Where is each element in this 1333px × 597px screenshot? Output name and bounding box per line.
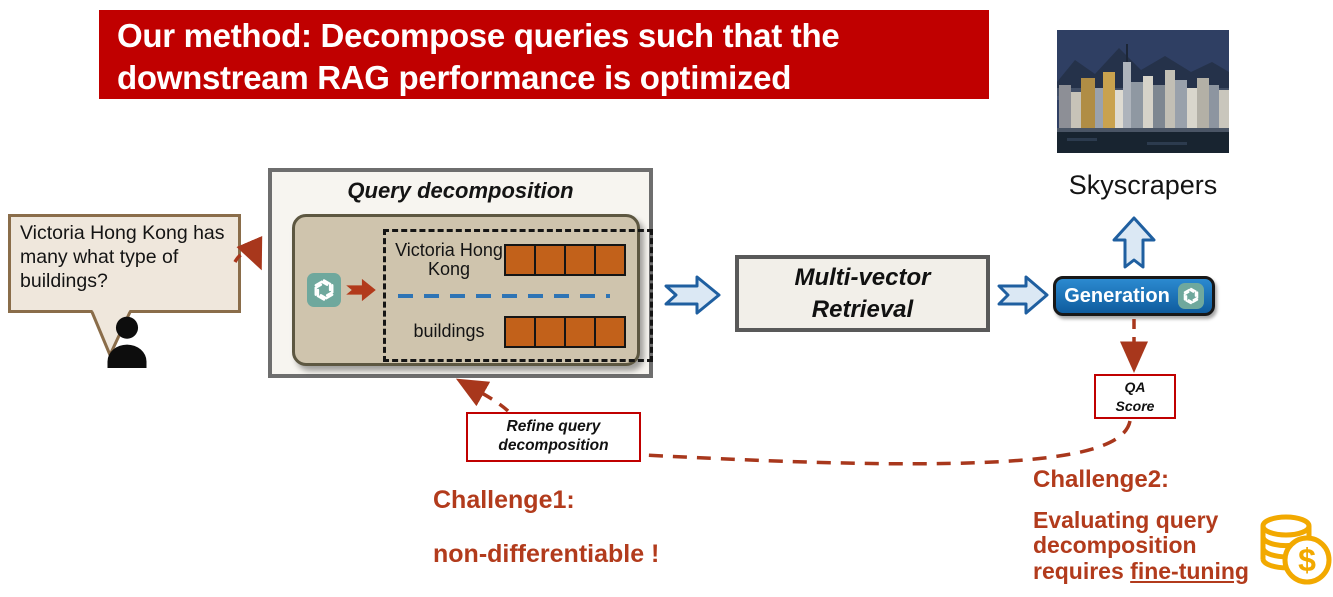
subquery-label: buildings [413,321,485,342]
token-vector [504,244,626,276]
title-line-1: Our method: Decompose queries such that … [117,17,840,54]
generation-label: Generation [1064,284,1170,307]
generation-button: Generation [1053,276,1215,316]
subquery-token-box: Victoria Hong Kong buildings [383,229,653,362]
token-square [504,316,536,348]
query-decomposition-box: Query decomposition [268,168,653,378]
skyscrapers-photo [1057,30,1229,153]
flow-arrow-icon [664,275,721,315]
retrieval-label-line1: Multi-vector [794,264,931,292]
challenge1-text: non-differentiable ! [433,540,660,568]
subquery-divider [398,294,610,298]
challenge2-line1: Evaluating query [1033,507,1219,533]
decompose-arrow-icon [346,278,376,302]
title-banner: Our method: Decompose queries such that … [99,10,989,99]
challenge1-title: Challenge1: [433,486,575,514]
retrieval-label-line2: Retrieval [811,295,914,323]
skyscrapers-caption: Skyscrapers [1068,170,1218,200]
multi-vector-retrieval-box: Multi-vector Retrieval [735,255,990,332]
qa-score-box: QA Score [1094,374,1176,419]
query-decomposition-title: Query decomposition [347,178,574,203]
refine-line2: decomposition [498,437,609,454]
openai-knot-icon [307,273,341,307]
refine-to-decomposition-arrow [455,378,510,413]
openai-knot-icon [1177,283,1204,309]
challenge2-title: Challenge2: [1033,466,1170,493]
title-line-2: downstream RAG performance is optimized [117,59,792,97]
decomposition-panel: Victoria Hong Kong buildings [292,214,653,366]
person-silhouette-icon [107,316,147,368]
user-query-bubble: Victoria Hong Kong has many what type of… [8,214,241,313]
token-square [534,316,566,348]
token-square [534,244,566,276]
token-square [564,316,596,348]
challenge2-line2: decomposition [1033,532,1197,559]
coins-dollar-icon: $ [1260,514,1332,585]
flow-arrow-icon [997,275,1049,315]
token-square [594,244,626,276]
qa-score-line2: Score [1115,397,1155,414]
challenge2-text: Evaluating query decomposition requires … [1033,507,1283,584]
subquery-row: buildings [394,309,644,355]
token-vector [504,316,626,348]
fine-tuning-underline: fine-tuning [1130,557,1249,584]
qa-to-refine-curve [644,420,1132,466]
subquery-row: Victoria Hong Kong [394,237,644,283]
up-arrow-icon [1112,216,1156,269]
token-square [504,244,536,276]
token-square [594,316,626,348]
qa-score-line1: QA [1124,379,1146,396]
token-square [564,244,596,276]
user-query-text: Victoria Hong Kong has many what type of… [20,222,225,292]
subquery-label: Victoria Hong Kong [395,239,503,279]
refine-decomposition-box: Refine query decomposition [466,412,641,462]
refine-line1: Refine query [506,418,601,436]
svg-text:$: $ [1298,542,1316,578]
challenge2-line3: requires fine-tuning [1033,557,1249,584]
